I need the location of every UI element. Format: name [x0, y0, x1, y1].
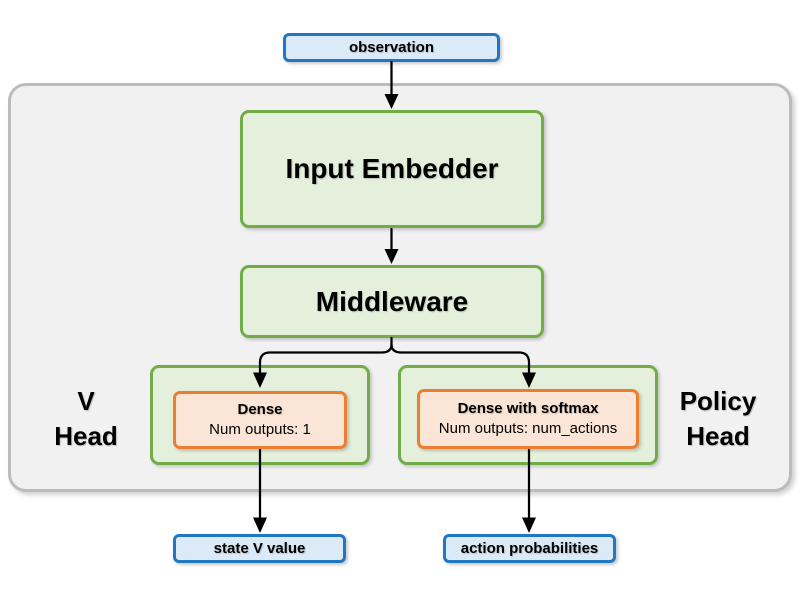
dense-title: Dense: [237, 401, 283, 418]
policy-head-label: Policy Head: [656, 384, 780, 454]
observation-label: observation: [348, 39, 435, 56]
v-head-label: V Head: [24, 384, 148, 454]
v-head-label-line1: V: [77, 386, 95, 416]
policy-head-label-line2: Head: [686, 421, 750, 451]
middleware-label: Middleware: [315, 285, 469, 317]
input-embedder-node: Input Embedder: [240, 110, 544, 228]
dense-subtitle: Num outputs: 1: [209, 421, 311, 438]
input-embedder-label: Input Embedder: [285, 153, 499, 184]
action-probabilities-node: action probabilities: [443, 534, 616, 563]
dense-softmax-subtitle: Num outputs: num_actions: [438, 420, 618, 437]
dense-softmax-title: Dense with softmax: [457, 400, 599, 417]
middleware-node: Middleware: [240, 265, 544, 338]
state-v-value-node: state V value: [173, 534, 346, 563]
policy-head-label-line1: Policy: [679, 386, 757, 416]
dense-node: Dense Num outputs: 1: [173, 391, 347, 449]
dense-softmax-node: Dense with softmax Num outputs: num_acti…: [417, 389, 639, 449]
action-probabilities-label: action probabilities: [460, 540, 599, 557]
observation-node: observation: [283, 33, 500, 62]
v-head-label-line2: Head: [54, 421, 118, 451]
state-v-value-label: state V value: [213, 540, 306, 557]
